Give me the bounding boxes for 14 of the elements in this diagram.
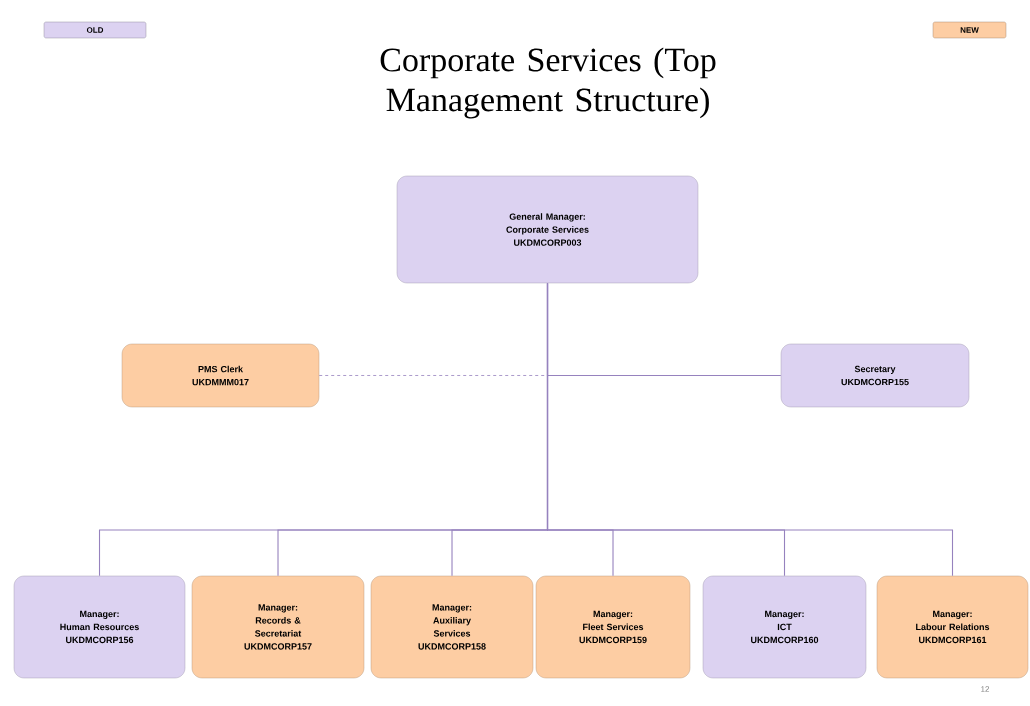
manager-box: Manager: Auxiliary Services UKDMCORP158 <box>370 575 534 679</box>
manager-box: Manager: Fleet Services UKDMCORP159 <box>535 575 691 679</box>
connector-line <box>546 282 954 577</box>
manager-box: Manager: ICT UKDMCORP160 <box>702 575 867 679</box>
manager-box: Manager: Labour Relations UKDMCORP161 <box>876 575 1029 679</box>
legend-box: NEW <box>932 21 1007 39</box>
title: Corporate Services (Top Management Structure) <box>380 47 716 119</box>
page-number: 12 <box>981 686 990 692</box>
manager-box: General Manager: Corporate Services UKDMCORP003 <box>396 175 699 284</box>
manager-box: PMS Clerk UKDMMM017 <box>121 343 320 408</box>
legend-box: OLD <box>43 21 147 39</box>
manager-box: Manager: Human Resources UKDMCORP156 <box>13 575 186 679</box>
manager-box: Manager: Records & Secretariat UKDMCORP157 <box>191 575 365 679</box>
manager-box: Secretary UKDMCORP155 <box>780 343 970 408</box>
